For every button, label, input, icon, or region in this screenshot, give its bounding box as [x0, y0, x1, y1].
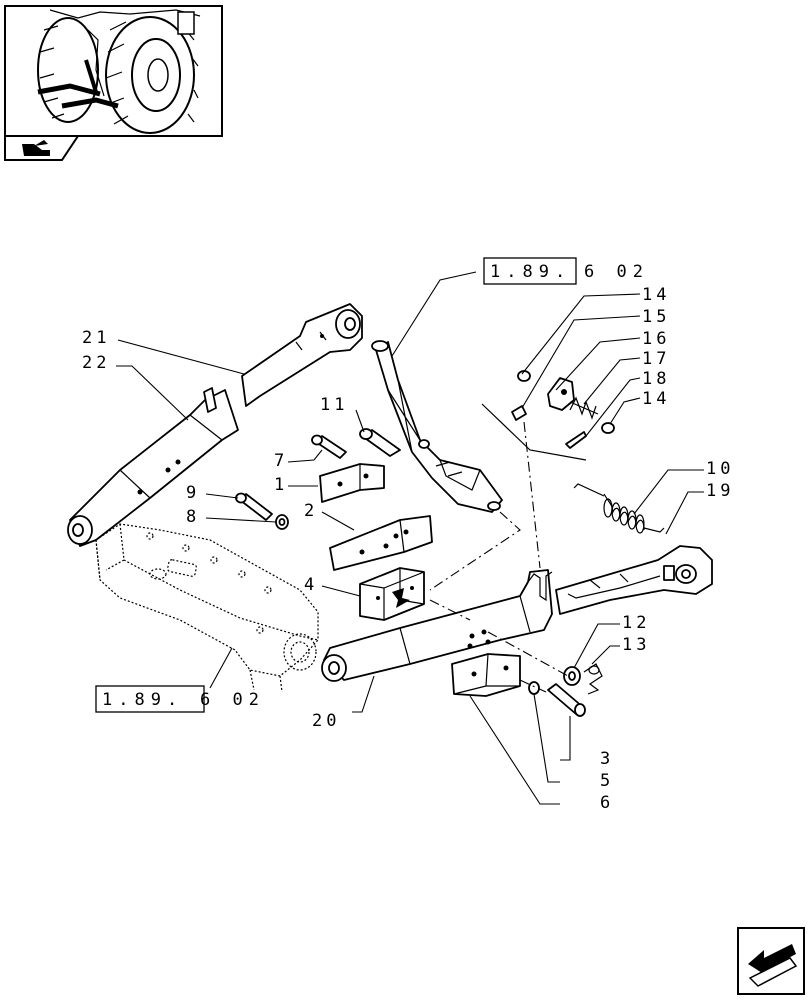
label-16: 16 — [642, 329, 670, 349]
label-21: 21 — [82, 328, 110, 348]
label-18: 18 — [642, 369, 670, 389]
part-22-lower-link-left[interactable] — [67, 387, 239, 547]
part-18-pin-small[interactable] — [565, 431, 587, 449]
part-20-lower-link-right[interactable] — [321, 569, 553, 682]
part-21-link-end[interactable] — [241, 303, 363, 407]
leader-lines — [116, 271, 704, 805]
part-8-washer[interactable] — [275, 514, 289, 530]
label-19: 19 — [706, 481, 734, 501]
label-8: 8 — [186, 507, 200, 527]
label-4: 4 — [304, 575, 318, 595]
part-1-pad[interactable] — [319, 463, 385, 503]
part-9-bolt[interactable] — [235, 492, 273, 521]
tractor-thumbnail-icon[interactable] — [4, 5, 223, 137]
reference-top-suffix: 6 02 — [584, 262, 649, 282]
label-17: 17 — [642, 349, 670, 369]
label-10: 10 — [706, 459, 734, 479]
reference-bottom-box-text: 1.89. — [102, 690, 183, 710]
label-12: 12 — [622, 613, 650, 633]
label-6: 6 — [600, 793, 614, 813]
label-1: 1 — [274, 475, 288, 495]
next-page-arrow-icon[interactable] — [737, 927, 805, 995]
part-14-sleeve-top[interactable] — [517, 370, 531, 382]
part-3-bolt[interactable] — [547, 683, 586, 717]
label-22: 22 — [82, 353, 110, 373]
assembly-lines — [429, 403, 587, 693]
label-7: 7 — [274, 451, 288, 471]
part-16-clamp[interactable] — [547, 377, 575, 411]
part-11-pin[interactable] — [359, 428, 401, 457]
label-14-top: 14 — [642, 285, 670, 305]
label-9: 9 — [186, 483, 200, 503]
hitch-section-icon[interactable] — [4, 135, 80, 161]
label-5: 5 — [600, 771, 614, 791]
label-13: 13 — [622, 635, 650, 655]
label-11: 11 — [320, 395, 348, 415]
reference-top-box-text: 1.89. — [490, 262, 571, 282]
part-10-spring[interactable] — [573, 483, 665, 534]
part-14-sleeve-bottom[interactable] — [601, 422, 615, 434]
part-labels: 21 22 11 7 1 9 8 2 4 14 15 16 17 18 14 1… — [82, 285, 734, 813]
label-3: 3 — [600, 749, 614, 769]
top-link-assembly — [371, 340, 503, 513]
reference-bottom-suffix: 6 02 — [200, 690, 265, 710]
part-12-washer[interactable] — [563, 666, 581, 686]
part-13-lynch-pin[interactable] — [583, 663, 603, 695]
label-2: 2 — [304, 501, 318, 521]
part-5-washer[interactable] — [528, 681, 540, 695]
part-2-pad[interactable] — [329, 515, 433, 571]
part-17-spring-small[interactable] — [569, 396, 599, 420]
reference-top[interactable]: 1.89. 6 02 — [483, 257, 649, 285]
part-15-nipple[interactable] — [511, 405, 527, 421]
label-14-bottom: 14 — [642, 389, 670, 409]
label-15: 15 — [642, 307, 670, 327]
rear-axle-housing — [95, 523, 319, 693]
part-7-bolt[interactable] — [311, 434, 347, 459]
part-19-link-end[interactable] — [555, 545, 713, 615]
part-4-block[interactable] — [359, 567, 425, 621]
reference-bottom[interactable]: 1.89. 6 02 — [95, 685, 265, 713]
part-6-spacer[interactable] — [451, 653, 521, 697]
label-20: 20 — [312, 711, 340, 731]
